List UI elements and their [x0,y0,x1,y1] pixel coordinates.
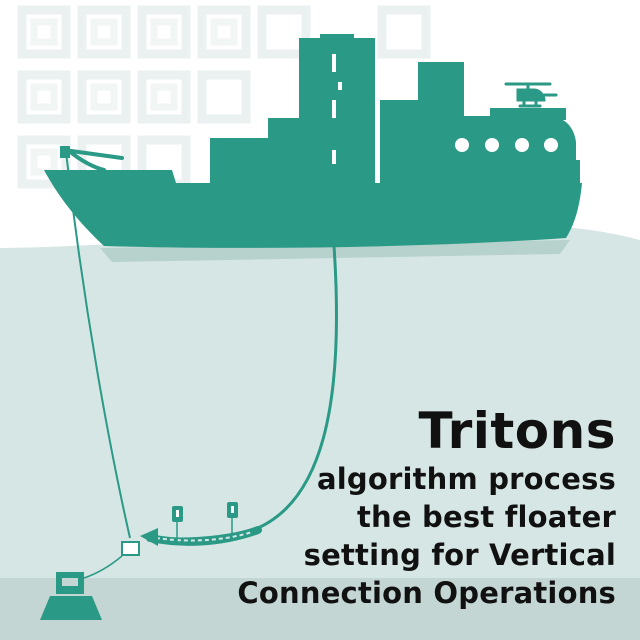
headline-line-3: setting for Vertical [303,538,616,572]
ship [44,34,582,248]
helicopter-icon [504,82,558,108]
headline-line-2: the best floater [356,500,616,534]
portholes [455,138,558,152]
connector-segment [146,526,262,546]
headline-line-4: Connection Operations [237,576,616,610]
floater-icon-2 [227,502,238,536]
wire-sensor [121,541,140,556]
crane [62,148,124,172]
floater-icon [172,506,183,542]
tower-windows [332,54,342,164]
headline-line-1: algorithm process [316,462,616,496]
headline: Tritons algorithm process the best float… [196,402,616,612]
headline-title: Tritons [418,402,616,460]
guide-wire [65,151,131,539]
seabed [0,578,640,640]
seabed-structure-icon [40,572,102,620]
connector-head [140,528,158,546]
